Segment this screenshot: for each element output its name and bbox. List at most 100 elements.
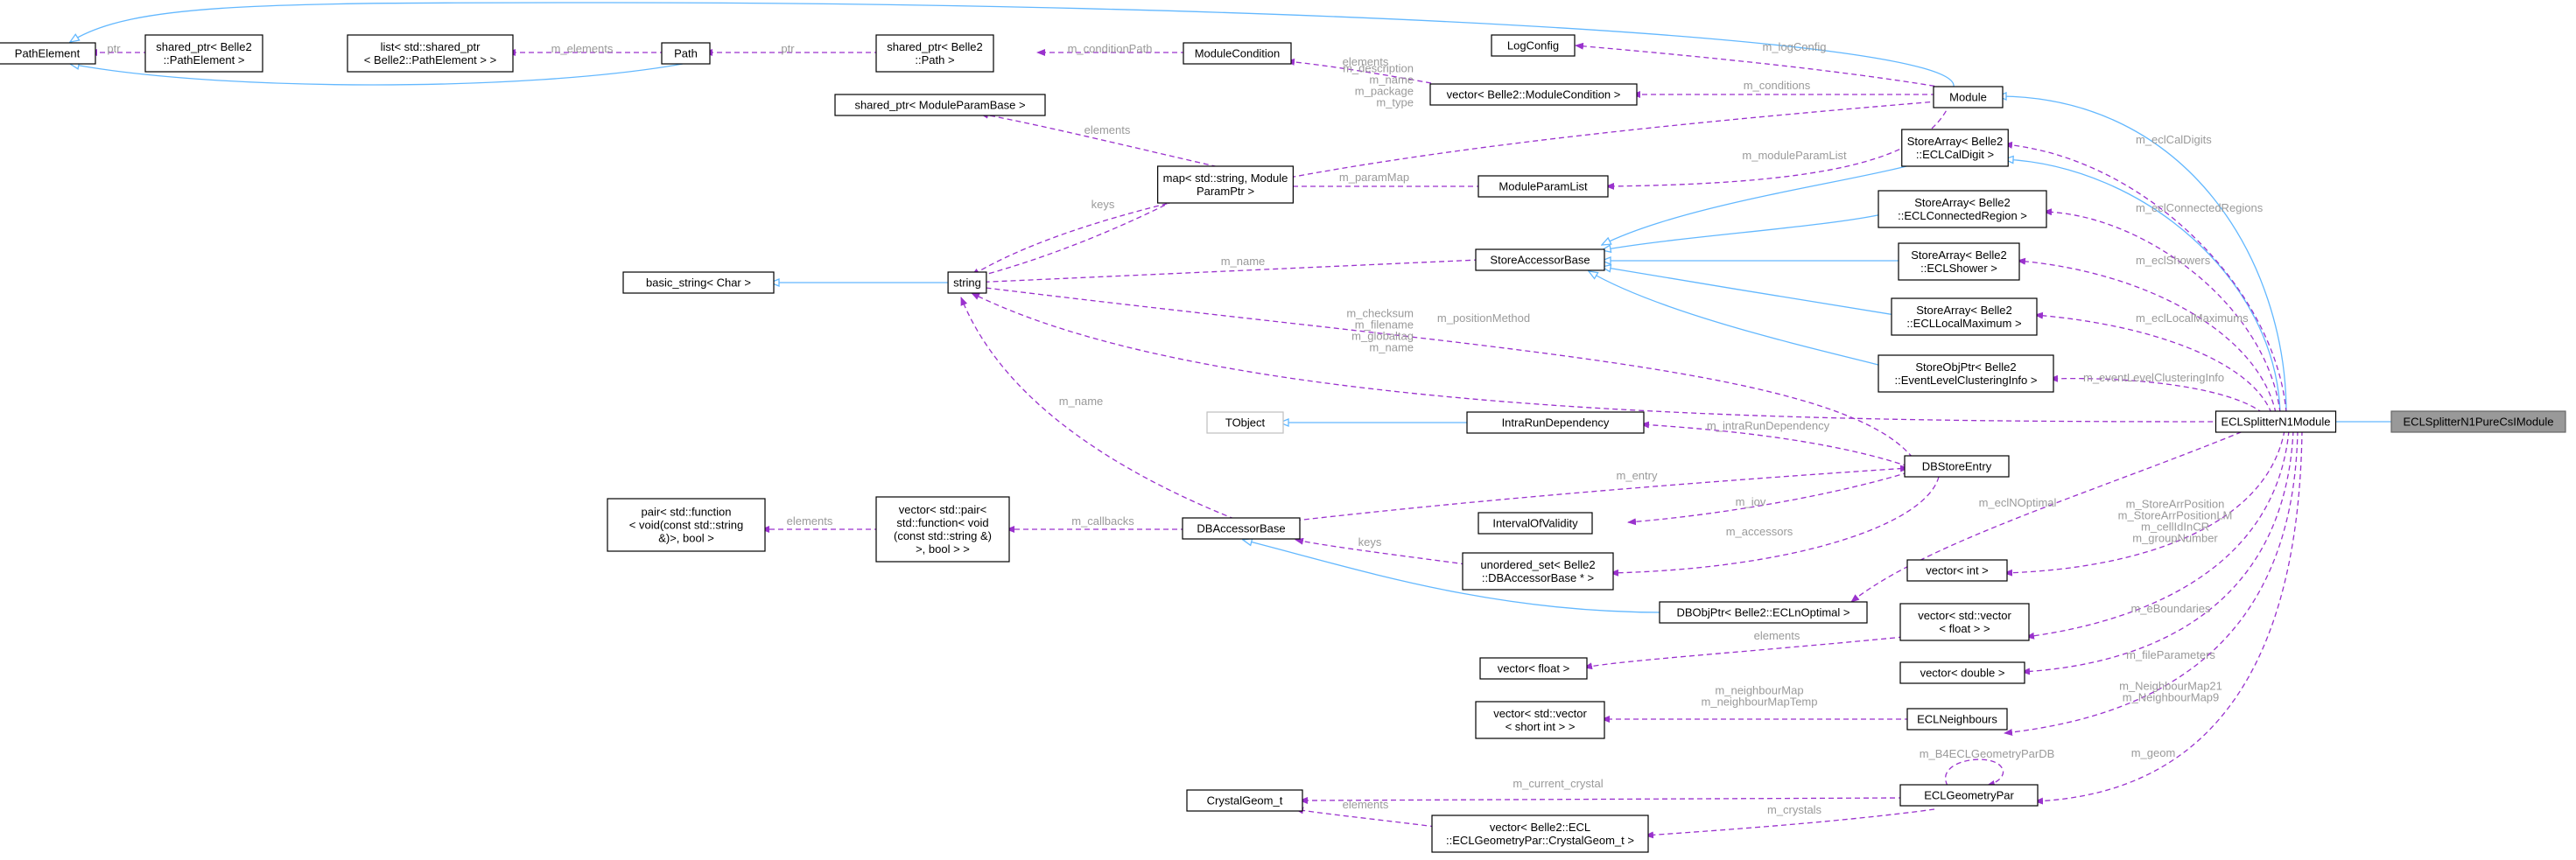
node-vec-modcond[interactable]: vector< Belle2::ModuleCondition > (1429, 83, 1638, 106)
node-label-line: shared_ptr< ModuleParamBase > (854, 99, 1025, 112)
edge-sop-evtinfo-to-storeaccessorbase (1589, 271, 1883, 367)
edge-entry (1295, 465, 1909, 521)
node-label-line: ParamPtr > (1197, 185, 1254, 198)
edge-label-e-eclconnregions: m_eclConnectedRegions (2136, 201, 2264, 214)
node-list-sp[interactable]: list< std::shared_ptr< Belle2::PathEleme… (347, 34, 514, 73)
edge-label-e-module-strings: m_package (1355, 85, 1414, 98)
node-label-line: CrystalGeom_t (1207, 794, 1283, 808)
node-label-line: shared_ptr< Belle2 (887, 40, 983, 53)
edge-keys-uset (1295, 537, 1467, 565)
node-label-line: PathElement (15, 47, 81, 60)
node-vec-vec-float[interactable]: vector< std::vector< float > > (1899, 603, 2030, 641)
edge-label-e-vecint: m_StoreArrPosition (2126, 498, 2225, 511)
edge-accessors (1610, 476, 1940, 577)
node-sa-ecldigit[interactable]: StoreArray< Belle2::ECLCalDigit > (1901, 129, 2009, 167)
node-label-line: vector< Belle2::ModuleCondition > (1447, 88, 1621, 101)
edge-label-e-geom: m_geom (2131, 746, 2176, 759)
edge-elements-float (1583, 636, 1905, 670)
node-storeaccessorbase[interactable]: StoreAccessorBase (1475, 248, 1605, 271)
edge-label-e-eclshowers: m_eclShowers (2136, 254, 2211, 267)
node-sp-path[interactable]: shared_ptr< Belle2::Path > (875, 34, 994, 73)
node-vec-float[interactable]: vector< float > (1479, 657, 1588, 680)
node-string[interactable]: string (947, 271, 987, 294)
node-moduleparamlist[interactable]: ModuleParamList (1478, 175, 1609, 198)
edge-label-e-neighbourmap: m_neighbourMap (1715, 684, 1803, 697)
edge-dbstore-strings (971, 283, 1913, 458)
node-dbaccessorbase[interactable]: DBAccessorBase (1182, 517, 1301, 540)
edge-label-e-callbacks: m_callbacks (1071, 514, 1134, 528)
node-label-line: < float > > (1939, 622, 1990, 635)
edge-elements-map (979, 111, 1235, 171)
node-label-line: std::function< void (896, 516, 988, 529)
node-sp-modparambase[interactable]: shared_ptr< ModuleParamBase > (834, 94, 1046, 116)
node-label-line: pair< std::function (642, 506, 732, 519)
node-path[interactable]: Path (661, 42, 711, 65)
node-eclgeompar[interactable]: ECLGeometryPar (1899, 784, 2039, 807)
node-label-line: LogConfig (1507, 39, 1559, 52)
node-label-line: ECLSplitterN1Module (2221, 416, 2330, 429)
node-module[interactable]: Module (1933, 86, 2004, 108)
node-label-line: vector< double > (1920, 667, 2005, 680)
edge-label-e-neighbourmap: m_neighbourMapTemp (1702, 696, 1818, 709)
node-sa-connregion[interactable]: StoreArray< Belle2::ECLConnectedRegion > (1878, 190, 2047, 228)
edge-label-e-eclnoptimal: m_eclNOptimal (1979, 496, 2057, 509)
edge-label-e-crystals: m_crystals (1767, 803, 1822, 816)
node-label-line: TObject (1225, 416, 1266, 430)
node-tobject[interactable]: TObject (1206, 411, 1284, 434)
edge-label-e-elements-cond: elements (1343, 55, 1389, 68)
edge-label-e-vecint: m_cellIdInCR (2141, 521, 2209, 534)
node-label-line: StoreArray< Belle2 (1907, 135, 2003, 148)
node-iov[interactable]: IntervalOfValidity (1478, 512, 1593, 535)
node-label-line: ECLGeometryPar (1924, 789, 2014, 802)
node-modulecondition[interactable]: ModuleCondition (1183, 42, 1292, 65)
node-dbstoreentry[interactable]: DBStoreEntry (1904, 455, 2010, 478)
node-crystalgeom[interactable]: CrystalGeom_t (1186, 789, 1303, 812)
node-label-line: ::EventLevelClusteringInfo > (1895, 374, 2038, 387)
node-label-line: &)>, bool > (658, 532, 714, 545)
edge-elements-cond (1286, 58, 1432, 84)
node-pathelement[interactable]: PathElement (0, 42, 96, 65)
node-sop-evtinfo[interactable]: StoreObjPtr< Belle2::EventLevelClusterin… (1878, 354, 2054, 393)
edge-label-e-dbstore-strings: m_name (1369, 341, 1414, 354)
edge-module-param-list (1605, 102, 1951, 190)
node-eclsplitter[interactable]: ECLSplitterN1Module (2215, 410, 2337, 433)
node-label-line: < short int > > (1506, 720, 1576, 733)
edge-label-e-eclcaldigits: m_eclCalDigits (2136, 133, 2212, 146)
edge-label-e-evtinfo: m_eventLevelClusteringInfo (2083, 371, 2224, 384)
node-dbobjptr[interactable]: DBObjPtr< Belle2::ECLnOptimal > (1659, 601, 1868, 624)
node-intrarundep[interactable]: IntraRunDependency (1466, 411, 1645, 434)
edge-geom (2034, 430, 2303, 805)
node-sa-shower[interactable]: StoreArray< Belle2::ECLShower > (1898, 242, 2020, 281)
edge-iov (1627, 472, 1909, 526)
node-vec-vec-short[interactable]: vector< std::vector< short int > > (1475, 701, 1605, 739)
edge-label-e-fileparams: m_fileParameters (2126, 648, 2215, 661)
node-vec-int[interactable]: vector< int > (1906, 559, 2008, 582)
edge-label-e-current-crystal: m_current_crystal (1513, 777, 1603, 790)
edge-intra-run-dependency (1640, 421, 1909, 467)
edge-position-method (971, 292, 2231, 423)
node-sp-pathelement[interactable]: shared_ptr< Belle2::PathElement > (144, 34, 263, 73)
node-sa-localmax[interactable]: StoreArray< Belle2::ECLLocalMaximum > (1891, 297, 2038, 336)
node-vec-pair[interactable]: vector< std::pair<std::function< void(co… (875, 496, 1010, 563)
edge-label-e-module-strings: m_name (1369, 73, 1414, 87)
edge-label-e-moduleparamlist: m_moduleParamList (1742, 149, 1847, 162)
node-label-line: ::PathElement > (164, 53, 245, 66)
edge-label-e-ecllocalmax: m_eclLocalMaximums (2136, 311, 2249, 325)
node-label-line: vector< std::vector (1918, 609, 2011, 622)
edge-label-e-elements-map: elements (1084, 123, 1131, 136)
edge-label-e-neighbourmaps: m_NeighbourMap9 (2123, 691, 2220, 704)
node-vec-double[interactable]: vector< double > (1899, 661, 2025, 684)
node-eclsplitter-pure[interactable]: ECLSplitterN1PureCsIModule (2390, 410, 2566, 433)
node-logconfig[interactable]: LogConfig (1491, 34, 1576, 57)
edge-label-e-ptr1: ptr (107, 42, 121, 55)
node-eclneighbours[interactable]: ECLNeighbours (1906, 708, 2008, 731)
node-label-line: ECLNeighbours (1917, 713, 1997, 726)
node-uset[interactable]: unordered_set< Belle2::DBAccessorBase * … (1462, 552, 1614, 591)
node-basic-string[interactable]: basic_string< Char > (622, 271, 775, 294)
node-pair-fn[interactable]: pair< std::function< void(const std::str… (607, 498, 766, 552)
edge-label-e-neighbourmaps: m_NeighbourMap21 (2119, 680, 2222, 693)
node-vec-crystalgeom[interactable]: vector< Belle2::ECL::ECLGeometryPar::Cry… (1431, 815, 1649, 853)
edge-dba-name (960, 297, 1244, 523)
edge-sa-localmax-to-storeaccessorbase (1602, 267, 1896, 316)
